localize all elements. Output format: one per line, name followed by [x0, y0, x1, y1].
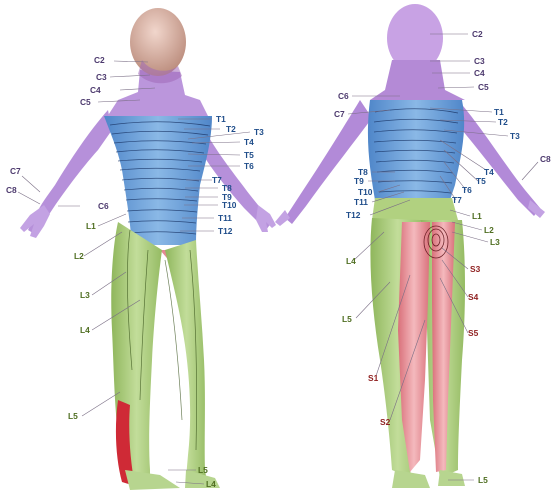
back-label-t2: T2: [498, 117, 508, 127]
front-label-t10: T10: [222, 200, 237, 210]
back-label-l5-foot: L5: [478, 475, 488, 485]
front-figure: [20, 8, 276, 490]
back-label-s2: S2: [380, 417, 391, 427]
back-label-c7: C7: [334, 109, 345, 119]
back-label-t3: T3: [510, 131, 520, 141]
back-label-l3: L3: [490, 237, 500, 247]
front-right-leg: [165, 240, 208, 488]
back-label-t5: T5: [476, 176, 486, 186]
back-label-c8: C8: [540, 154, 551, 164]
front-label-t1: T1: [216, 114, 226, 124]
front-label-c5: C5: [80, 97, 91, 107]
back-label-c5: C5: [478, 82, 489, 92]
front-label-c2: C2: [94, 55, 105, 65]
back-label-c3: C3: [474, 56, 485, 66]
back-label-t9: T9: [354, 176, 364, 186]
back-figure: [275, 4, 545, 488]
back-label-s4: S4: [468, 292, 479, 302]
front-label-t5: T5: [244, 150, 254, 160]
front-left-hand: [20, 205, 50, 238]
back-label-t7: T7: [452, 195, 462, 205]
front-label-t11: T11: [218, 213, 232, 223]
back-label-t6: T6: [462, 185, 472, 195]
front-label-t4: T4: [244, 137, 254, 147]
front-label-t7: T7: [212, 175, 222, 185]
front-label-c4: C4: [90, 85, 101, 95]
front-label-t12: T12: [218, 226, 233, 236]
back-label-l4: L4: [346, 256, 356, 266]
back-label-l2: L2: [484, 225, 494, 235]
back-label-t11: T11: [354, 197, 368, 207]
front-label-l4-foot: L4: [206, 479, 216, 489]
back-label-c4: C4: [474, 68, 485, 78]
front-label-l5: L5: [68, 411, 78, 421]
front-label-l2: L2: [74, 251, 84, 261]
front-label-c3: C3: [96, 72, 107, 82]
back-label-s3: S3: [470, 264, 481, 274]
back-label-t12: T12: [346, 210, 361, 220]
back-label-l1: L1: [472, 211, 482, 221]
front-label-l4: L4: [80, 325, 90, 335]
back-label-t1: T1: [494, 107, 504, 117]
front-label-c6: C6: [98, 201, 109, 211]
front-right-hand: [256, 205, 276, 232]
front-label-c8: C8: [6, 185, 17, 195]
back-right-arm: [452, 100, 540, 216]
front-label-t6: T6: [244, 161, 254, 171]
back-label-t10: T10: [358, 187, 373, 197]
back-label-s5: S5: [468, 328, 479, 338]
back-label-s1: S1: [368, 373, 379, 383]
front-label-t2: T2: [226, 124, 236, 134]
front-label-t3: T3: [254, 127, 264, 137]
front-label-l3: L3: [80, 290, 90, 300]
front-head: [130, 8, 186, 76]
back-label-c6: C6: [338, 91, 349, 101]
back-label-c2: C2: [472, 29, 483, 39]
front-label-l1: L1: [86, 221, 96, 231]
front-label-c7: C7: [10, 166, 21, 176]
front-label-l5-foot: L5: [198, 465, 208, 475]
back-label-l5: L5: [342, 314, 352, 324]
